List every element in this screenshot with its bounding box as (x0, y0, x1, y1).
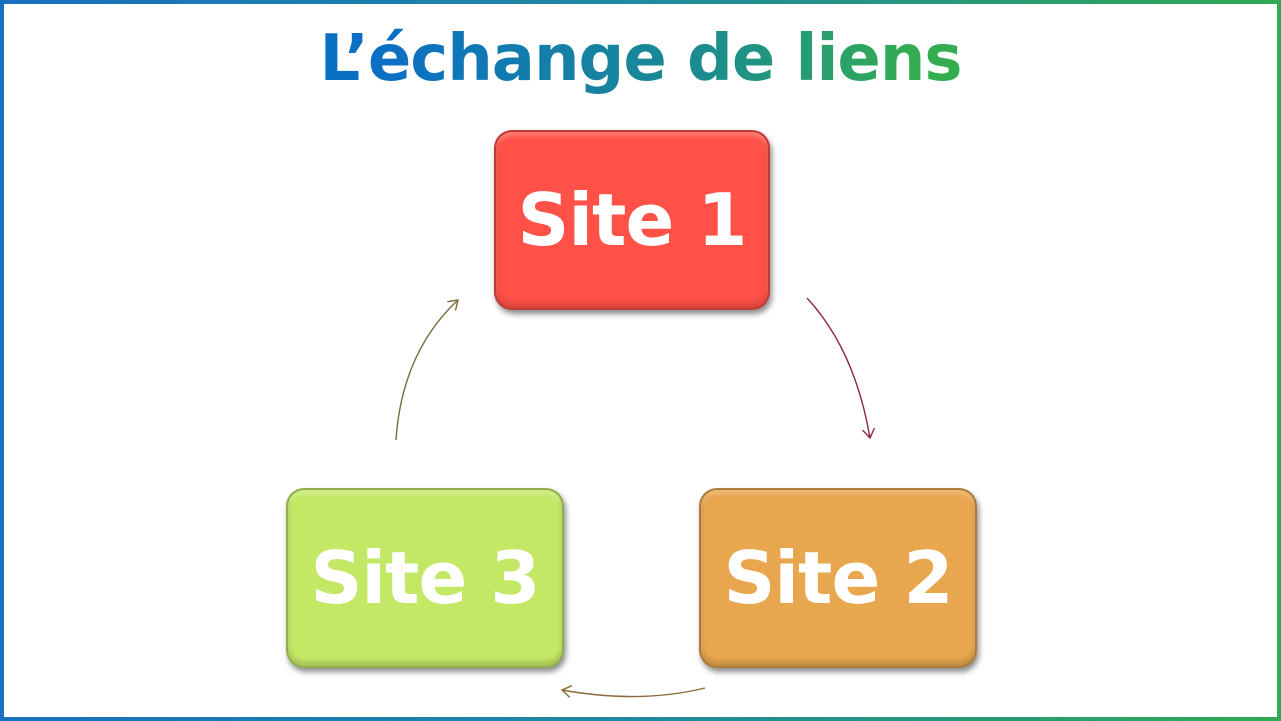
arrow-site1-to-site2 (806, 297, 876, 440)
node-site-3: Site 3 (286, 488, 564, 668)
arrow-site3-to-site1 (395, 299, 459, 441)
node-site-3-label: Site 3 (310, 536, 541, 620)
node-site-1-label: Site 1 (517, 178, 748, 262)
arrow-site2-to-site3 (560, 685, 706, 698)
node-site-2: Site 2 (699, 488, 977, 668)
node-site-1: Site 1 (494, 130, 770, 310)
page-title: L’échange de liens (0, 22, 1281, 96)
node-site-2-label: Site 2 (723, 536, 954, 620)
